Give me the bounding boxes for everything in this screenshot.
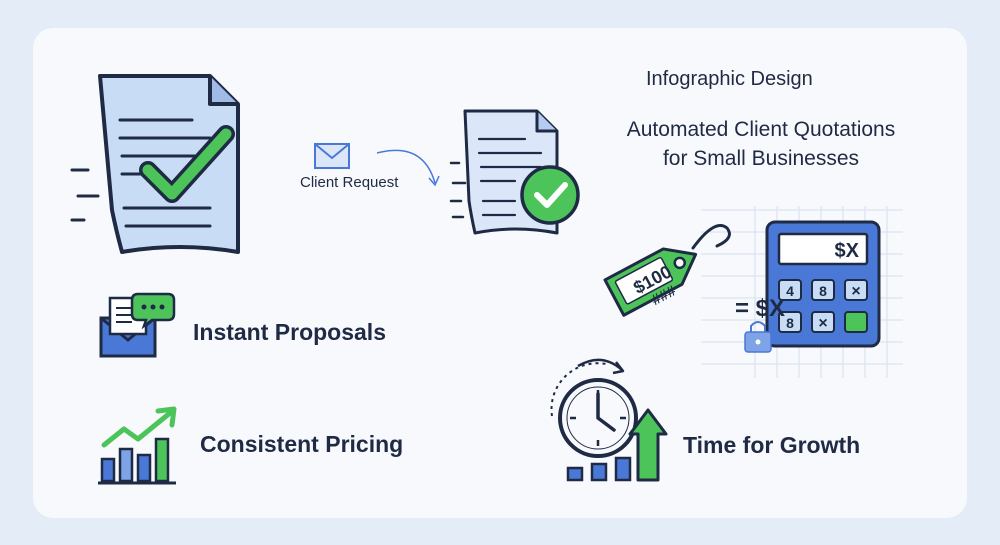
pricing-illustration: $100 ### $X 4 8 × 8 × = $X [603,206,903,378]
calc-key-2: 8 [819,283,827,299]
infographic-eyebrow: Infographic Design [646,68,813,90]
title-line-1: Automated Client Quotations [626,118,896,141]
email-chat-icon [99,292,176,358]
processed-document-icon [449,109,580,235]
check-badge-icon [520,165,580,225]
tag-string [691,224,731,250]
envelope-icon [314,143,350,169]
equals-result: = $X [735,295,785,322]
title-line-2: for Small Businesses [662,147,860,170]
trend-bar-chart-icon [98,406,177,485]
client-request-label: Client Request [300,174,399,191]
feature-label-consistent-pricing: Consistent Pricing [200,431,404,457]
approved-document-icon [70,74,240,254]
page-title: Automated Client Quotations for Small Bu… [596,115,926,173]
calculator-display: $X [835,240,860,262]
clock-hands [596,392,616,432]
price-tag-icon [603,247,698,317]
feature-label-instant-proposals: Instant Proposals [193,319,386,345]
calc-key-1: 4 [786,283,794,299]
calc-key-3: × [851,283,860,300]
calc-key-4: 8 [786,315,794,331]
calc-key-5: × [818,315,827,332]
calculator-icon [765,220,881,348]
growth-arrow-icon [628,408,668,482]
lock-icon [744,321,772,353]
flow-arrow-icon [376,149,440,187]
clock-growth-icon [550,358,668,482]
feature-label-time-for-growth: Time for Growth [683,432,861,458]
